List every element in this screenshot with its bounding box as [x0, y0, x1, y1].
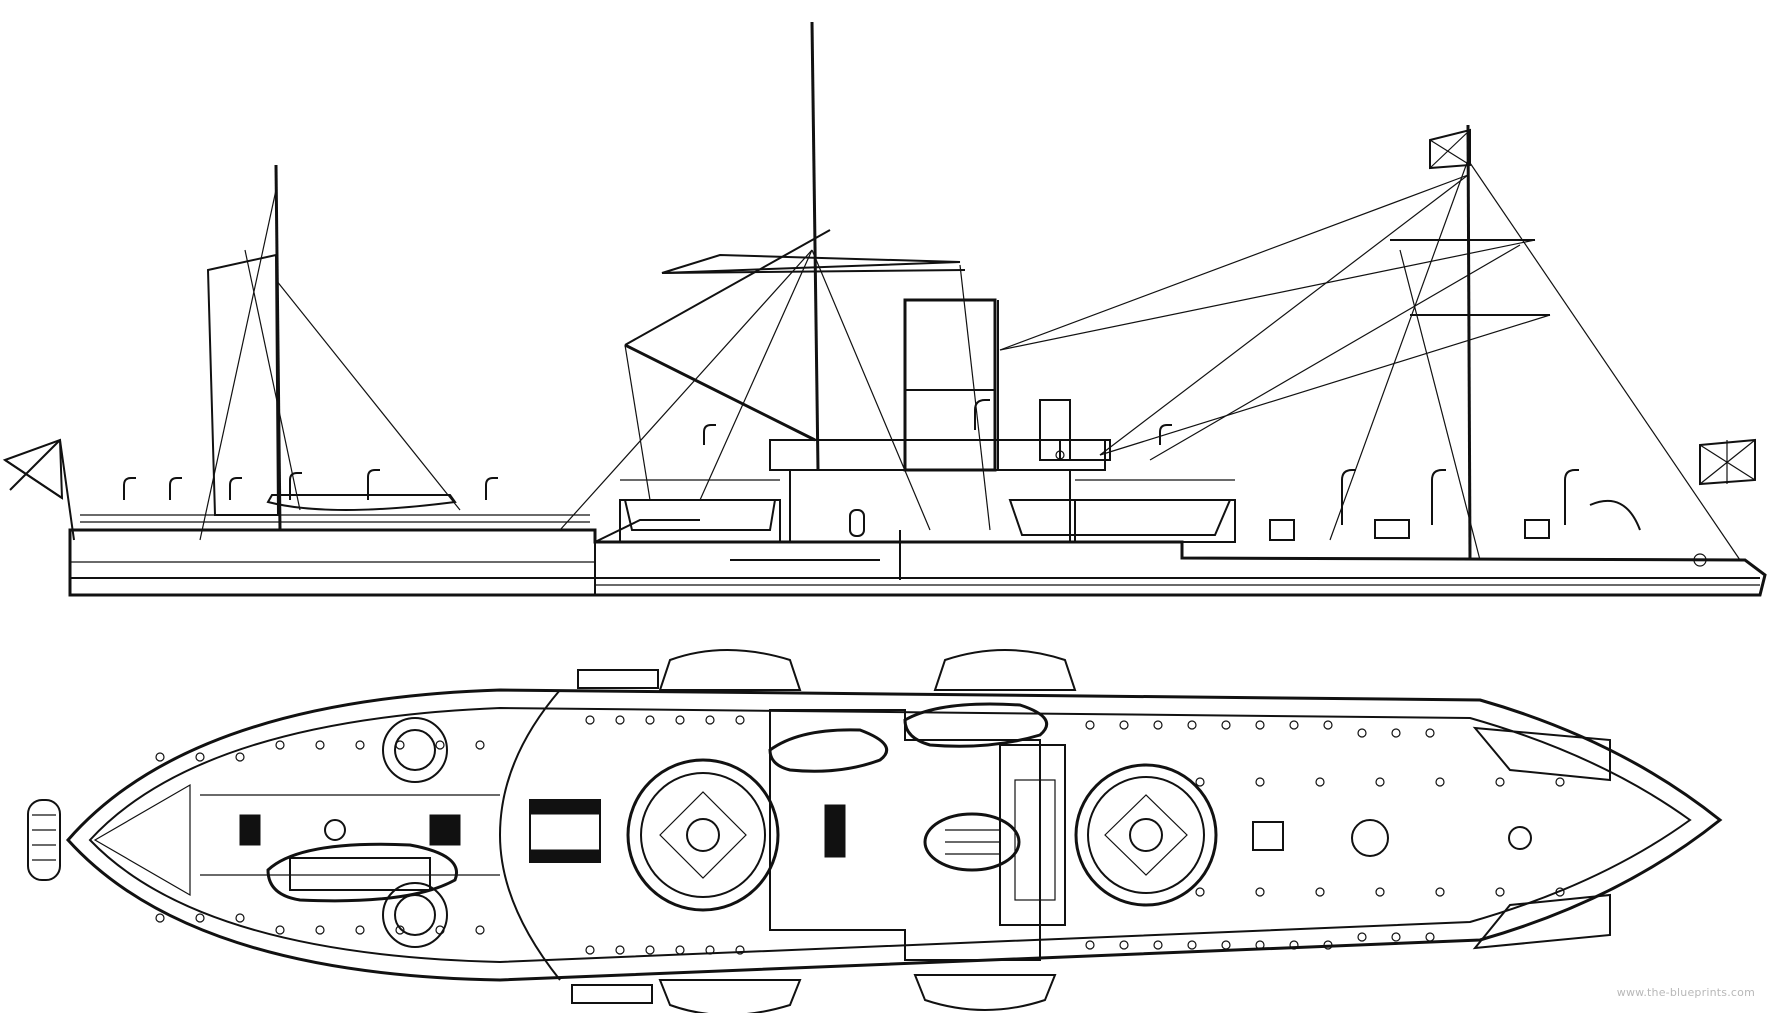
deck-scuttle-icon	[1357, 932, 1367, 942]
deck-scuttle-icon	[195, 752, 205, 762]
deck-scuttle-icon	[275, 740, 285, 750]
deck-scuttle-icon	[1391, 728, 1401, 738]
deck-scuttle-icon	[705, 715, 715, 725]
deck-scuttle-icon	[1495, 887, 1505, 897]
deck-scuttle-icon	[585, 945, 595, 955]
side-elevation-view	[2, 21, 1767, 597]
deck-scuttle-icon	[1187, 940, 1197, 950]
side-boats	[266, 494, 1232, 536]
deck-scuttle-icon	[1255, 777, 1265, 787]
deck-scuttle-icon	[1315, 777, 1325, 787]
deck-scuttle-icon	[355, 925, 365, 935]
deck-scuttle-icon	[1435, 777, 1445, 787]
side-ventilators	[123, 399, 1579, 525]
plan-view	[27, 649, 1723, 1016]
deck-scuttle-icon	[1289, 720, 1299, 730]
deck-scuttle-icon	[615, 945, 625, 955]
deck-scuttle-icon	[1153, 940, 1163, 950]
deck-scuttle-icon	[155, 913, 165, 923]
deck-scuttle-icon	[395, 925, 405, 935]
deck-scuttle-icon	[1085, 720, 1095, 730]
deck-scuttle-icon	[645, 945, 655, 955]
deck-scuttle-icon	[475, 740, 485, 750]
deck-scuttle-icon	[1153, 720, 1163, 730]
deck-scuttle-icon	[1375, 887, 1385, 897]
deck-scuttle-icon	[615, 715, 625, 725]
deck-scuttle-icon	[705, 945, 715, 955]
deck-scuttle-icon	[355, 740, 365, 750]
deck-scuttle-icon	[1555, 887, 1565, 897]
deck-scuttle-icon	[1375, 777, 1385, 787]
deck-scuttle-icon	[1289, 940, 1299, 950]
deck-scuttle-icon	[1435, 887, 1445, 897]
deck-scuttle-icon	[1195, 777, 1205, 787]
deck-scuttle-icon	[1323, 720, 1333, 730]
deck-scuttle-icon	[315, 740, 325, 750]
deck-scuttle-icon	[1221, 720, 1231, 730]
deck-scuttle-icon	[1085, 940, 1095, 950]
side-booms	[624, 229, 831, 501]
deck-scuttle-icon	[735, 715, 745, 725]
deck-scuttle-icon	[1195, 887, 1205, 897]
plan-hull	[65, 688, 1723, 982]
side-stern-fittings	[1269, 500, 1707, 567]
deck-scuttle-icon	[435, 925, 445, 935]
deck-scuttle-icon	[675, 715, 685, 725]
watermark-text: www.the-blueprints.com	[1616, 986, 1755, 999]
side-hull	[68, 519, 1767, 597]
deck-scuttle-icon	[435, 740, 445, 750]
plan-machinery	[239, 799, 846, 863]
deck-scuttle-icon	[1391, 932, 1401, 942]
deck-scuttle-icon	[1357, 728, 1367, 738]
bow-flag-icon	[2, 438, 64, 500]
deck-scuttle-icon	[1221, 940, 1231, 950]
deck-scuttle-icon	[585, 715, 595, 725]
deck-scuttle-icon	[235, 752, 245, 762]
deck-scuttle-icon	[1187, 720, 1197, 730]
side-fore-sail	[206, 253, 461, 516]
deck-scuttle-icon	[1555, 777, 1565, 787]
deck-scuttle-icon	[1425, 728, 1435, 738]
deck-scuttle-icon	[1495, 777, 1505, 787]
side-funnel	[903, 298, 999, 472]
side-superstructure	[619, 439, 1236, 580]
deck-scuttle-icon	[1255, 940, 1265, 950]
deck-scuttle-icon	[275, 925, 285, 935]
deck-scuttle-icon	[235, 913, 245, 923]
deck-scuttle-icon	[675, 945, 685, 955]
deck-scuttle-icon	[645, 715, 655, 725]
deck-scuttle-icon	[735, 945, 745, 955]
deck-scuttle-icon	[395, 740, 405, 750]
deck-scuttle-icon	[155, 752, 165, 762]
plan-deckhouse	[769, 709, 1066, 961]
deck-scuttle-icon	[1425, 932, 1435, 942]
deck-scuttle-icon	[475, 925, 485, 935]
deck-scuttle-icon	[315, 925, 325, 935]
deck-scuttle-icon	[1255, 887, 1265, 897]
deck-scuttle-icon	[1315, 887, 1325, 897]
side-masts	[274, 21, 1550, 561]
deck-scuttle-icon	[195, 913, 205, 923]
deck-scuttle-icon	[1119, 940, 1129, 950]
deck-scuttle-icon	[1323, 940, 1333, 950]
deck-scuttle-icon	[1255, 720, 1265, 730]
plan-turrets	[626, 758, 1218, 912]
plan-fittings	[324, 717, 1611, 950]
deck-scuttle-icon	[1119, 720, 1129, 730]
side-bridge-gear	[1039, 399, 1111, 461]
side-rigging	[199, 159, 1741, 561]
plan-deck-scuttles	[155, 715, 1565, 955]
side-flags	[2, 128, 1756, 541]
plan-boats	[27, 702, 1049, 903]
